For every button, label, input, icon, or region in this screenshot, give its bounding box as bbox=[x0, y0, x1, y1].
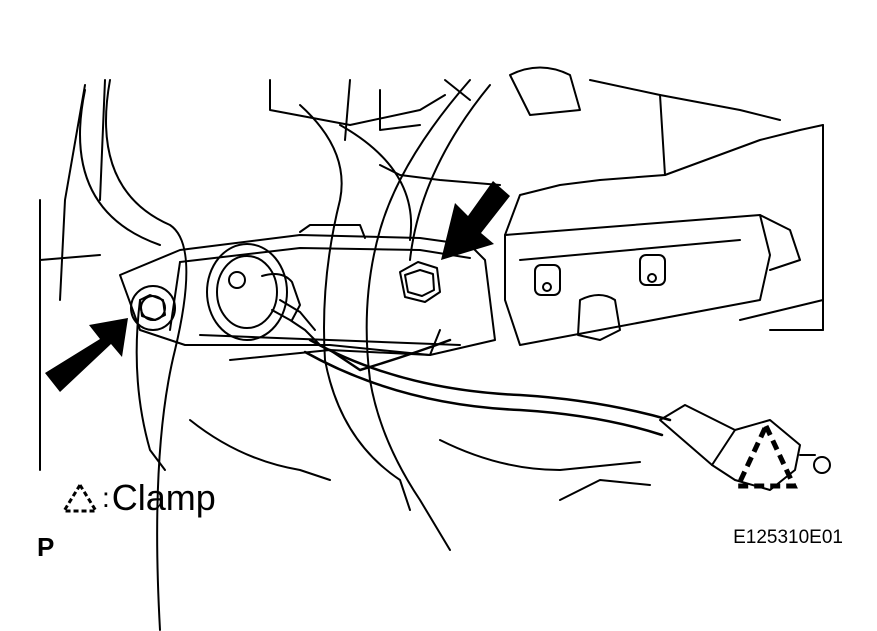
sensor-ring bbox=[206, 243, 321, 346]
cable-loops bbox=[79, 79, 491, 631]
legend-separator: : bbox=[102, 482, 110, 513]
right-component bbox=[504, 214, 801, 346]
dashed-triangle-clamp-icon bbox=[62, 482, 99, 513]
background-body-outlines bbox=[39, 66, 824, 501]
page-letter: P bbox=[37, 532, 55, 562]
legend-label: Clamp bbox=[111, 477, 216, 518]
figure-code: E125310E01 bbox=[733, 527, 843, 548]
wire-connector bbox=[659, 404, 831, 491]
pointer-arrow-left bbox=[45, 318, 128, 392]
left-bolt bbox=[130, 285, 176, 331]
right-bolt bbox=[399, 261, 441, 303]
legend: : Clamp bbox=[62, 478, 216, 518]
pointer-arrow-right bbox=[441, 181, 510, 260]
wire-harness bbox=[303, 338, 672, 437]
clamp-marker-icon bbox=[734, 420, 798, 489]
